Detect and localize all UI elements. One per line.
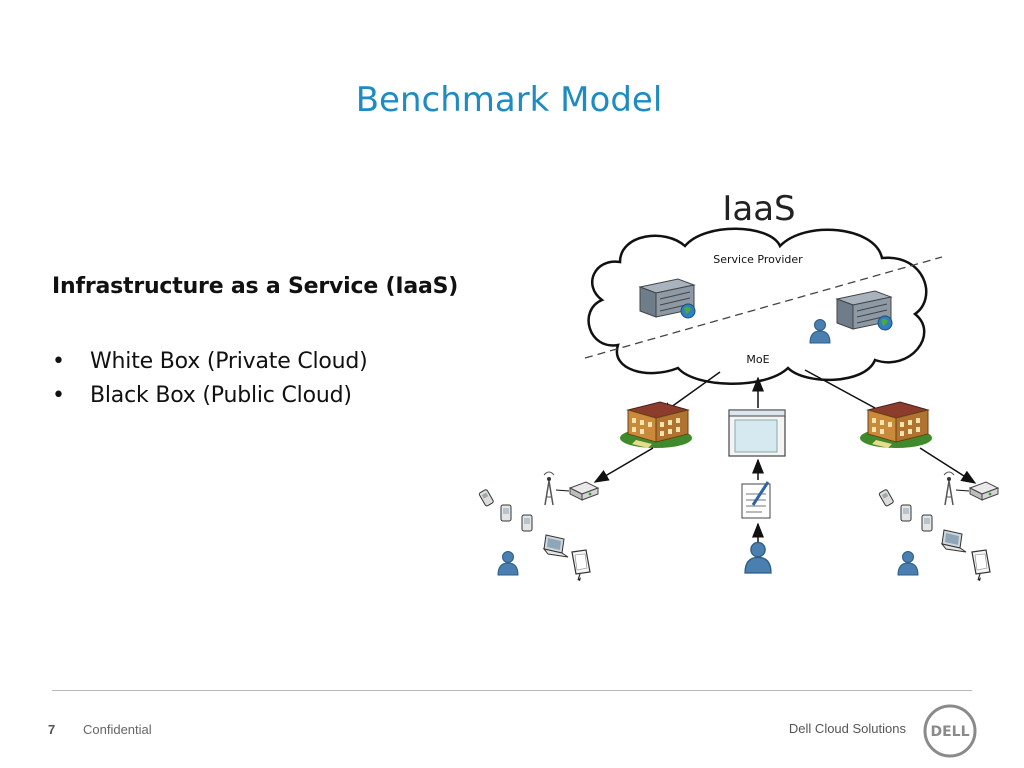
browser-window-icon [728,409,786,457]
person-icon [497,551,519,576]
connector-line [804,369,876,409]
phone-icon [878,488,895,508]
person-icon [744,541,772,574]
tablet-icon [571,549,591,582]
bullet-list: • White Box (Private Cloud) • Black Box … [52,345,472,413]
tablet-icon [971,549,991,582]
server-icon [639,278,696,319]
slide-title: Benchmark Model [355,80,663,120]
connector-arrow [593,447,654,483]
confidential-label: Confidential [83,722,152,737]
document-icon [741,481,771,519]
building-icon [859,401,933,449]
cloud-shape [587,227,928,385]
person-icon [897,551,919,576]
content-heading: Infrastructure as a Service (IaaS) [52,274,459,299]
pda-icon [921,514,933,532]
pda-icon [900,504,912,522]
router-icon [569,481,599,501]
pda-icon [521,514,533,532]
iaas-diagram: IaaS Service Provider MoE [478,189,999,582]
phone-icon [478,488,495,508]
footer-divider [52,690,972,691]
laptop-icon [543,534,569,558]
bullet-marker: • [52,349,65,374]
antenna-icon [943,471,955,506]
antenna-icon [543,471,555,506]
connector-line [555,489,570,492]
service-provider-label: Service Provider [713,253,803,266]
pda-icon [500,504,512,522]
logo-text: DELL [930,724,969,740]
moe-label: MoE [746,353,769,366]
dell-logo: DELL [923,704,977,758]
building-icon [619,401,693,449]
diagram-title: IaaS [722,189,795,229]
laptop-icon [941,529,967,553]
bullet-text: Black Box (Public Cloud) [90,383,352,408]
boundary-dashed-line [584,256,943,359]
content-block: Infrastructure as a Service (IaaS) • Whi… [52,274,472,413]
connector-line [955,489,970,492]
bullet-marker: • [52,383,65,408]
router-icon [969,481,999,501]
page-number: 7 [48,722,56,737]
bullet-black-box: • Black Box (Public Cloud) [52,379,472,413]
server-icon [836,290,893,331]
bullet-white-box: • White Box (Private Cloud) [52,345,472,379]
bullet-text: White Box (Private Cloud) [90,349,368,374]
connector-arrow [919,447,977,484]
org-name: Dell Cloud Solutions [788,721,906,736]
